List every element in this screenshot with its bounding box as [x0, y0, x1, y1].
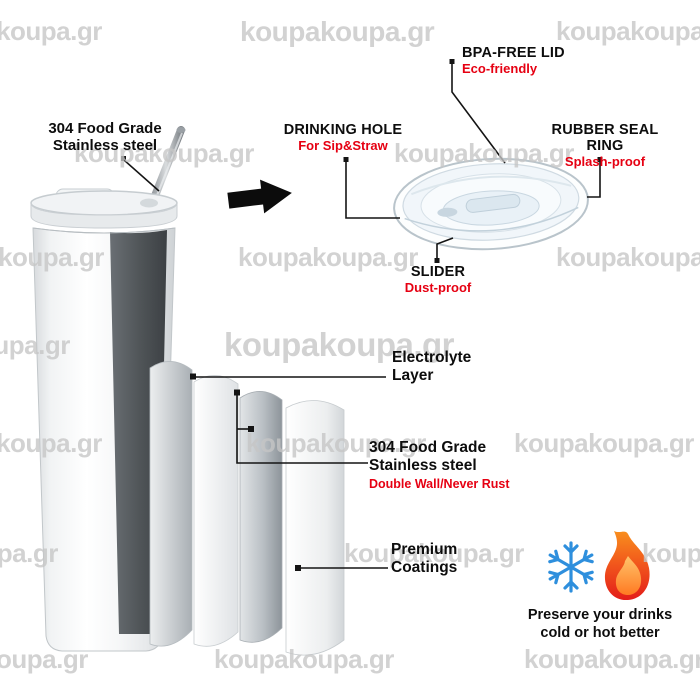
premium-coatings-line1: Premium — [391, 541, 458, 558]
temperature-claim-text: Preserve your drinks cold or hot better — [506, 606, 694, 642]
temperature-claim-line2: cold or hot better — [540, 625, 660, 641]
straw-icon — [147, 126, 185, 210]
slider-subtitle: Dust-proof — [404, 280, 472, 295]
lid-slider-part — [465, 193, 521, 213]
flame-icon — [604, 531, 650, 601]
premium-coatings-line2: Coatings — [391, 559, 458, 576]
steel-wall-line2: Stainless steel — [369, 457, 477, 474]
drinking-hole-title: DRINKING HOLE — [283, 122, 403, 138]
premium-coatings-callout: Premium Coatings — [391, 541, 457, 577]
tumbler-material-label: 304 Food Grade Stainless steel — [38, 120, 172, 154]
callout-markers — [121, 59, 603, 571]
rubber-seal-ring-subtitle: Splash-proof — [564, 154, 646, 169]
rubber-seal-ring-title: RUBBER SEAL RING — [551, 122, 659, 154]
drinking-hole-callout: DRINKING HOLE For Sip&Straw — [282, 122, 404, 153]
callout-lines — [123, 64, 601, 569]
drinking-hole-subtitle: For Sip&Straw — [298, 138, 388, 153]
slider-callout: SLIDER Dust-proof — [401, 264, 475, 295]
lid-graphic — [393, 157, 589, 251]
electrolyte-line1: Electrolyte — [392, 349, 472, 366]
steel-wall-line1: 304 Food Grade — [369, 439, 487, 456]
electrolyte-layer-callout: Electrolyte Layer — [392, 349, 471, 385]
steel-wall-subtitle: Double Wall/Never Rust — [369, 477, 510, 491]
steel-wall-callout: 304 Food Grade Stainless steel Double Wa… — [369, 439, 510, 492]
tumbler-material-line1: 304 Food Grade — [48, 120, 162, 137]
snowflake-icon — [548, 541, 594, 593]
temperature-claim-line1: Preserve your drinks — [527, 607, 673, 623]
lid-drinking-hole-part — [437, 207, 458, 217]
slider-title: SLIDER — [410, 264, 466, 280]
arrow-icon — [227, 179, 292, 214]
layer-coating — [285, 400, 345, 656]
tumbler-material-line2: Stainless steel — [52, 137, 158, 154]
layer-inner-wall — [193, 375, 239, 647]
electrolyte-line2: Layer — [392, 367, 434, 384]
rubber-seal-ring-callout: RUBBER SEAL RING Splash-proof — [534, 122, 676, 169]
layer-electrolyte — [149, 361, 193, 647]
layer-steel-wall — [239, 391, 283, 643]
bpa-free-lid-callout: BPA-FREE LID Eco-friendly — [462, 45, 565, 76]
bpa-free-lid-subtitle: Eco-friendly — [462, 61, 538, 76]
bpa-free-lid-title: BPA-FREE LID — [462, 45, 565, 61]
layers-graphic — [149, 361, 345, 656]
